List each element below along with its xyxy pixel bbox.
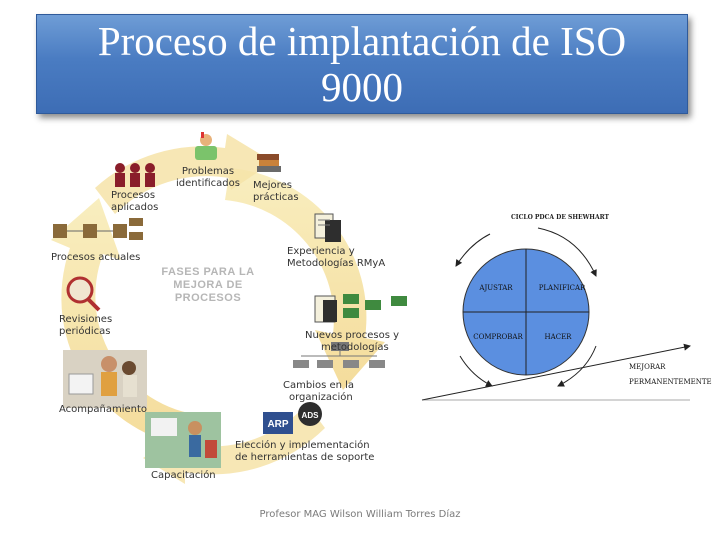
phase-label-problemas: Problemas identificados [176,166,240,189]
quadrant-hacer: HACER [545,333,573,341]
phase-label-eleccion: Elección y implementación de herramienta… [235,440,375,463]
pdca-cycle-diagram: CICLO PDCA DE SHEWHART AJUSTAR PLANIFICA… [420,206,720,406]
center-line-2: MEJORA DE [173,279,243,291]
phase-label-cambios: Cambios en la organización [283,380,355,403]
pdca-graphic: CICLO PDCA DE SHEWHART AJUSTAR PLANIFICA… [421,214,712,401]
quadrant-planificar: PLANIFICAR [539,284,586,292]
phase-label-acompanamiento: Acompañamiento [59,404,148,415]
quadrant-comprobar: COMPROBAR [473,333,523,341]
process-flow-icon [53,218,143,240]
tools-logos-icon: ARP ADS [263,402,322,434]
phase-label-capacitacion: Capacitación [151,470,216,481]
arp-logo-text: ARP [267,419,288,430]
pdca-arrow-top-left [455,233,491,267]
label-permanentemente: PERMANENTEMENTE [629,378,712,386]
page-title: Proceso de implantación de ISO 9000 [97,18,627,110]
magnifier-icon [66,276,101,312]
center-line-1: FASES PARA LA [161,266,255,278]
pdca-arrow-bottom-left [459,355,493,387]
pdca-title: CICLO PDCA DE SHEWHART [511,214,610,221]
improvement-cycle-diagram: ARP ADS FASES PARA LA MEJORA DE PROCESOS… [25,128,420,488]
books-icon [257,154,281,172]
new-process-icon [314,294,407,323]
cycle-arrows: ARP ADS [51,132,407,484]
cycle-center-label: FASES PARA LA MEJORA DE PROCESOS [153,266,263,305]
phase-label-procesos-aplicados: Procesos aplicados [111,190,159,213]
training-photo-icon [145,412,221,468]
phase-label-revisiones: Revisiones periódicas [59,314,113,337]
pdca-arrow-top-right [537,227,597,277]
cycle-ring-top [95,134,273,214]
footer-credit: Profesor MAG Wilson William Torres Díaz [259,509,461,520]
title-banner: Proceso de implantación de ISO 9000 [36,14,688,114]
improvement-ramp-arrow [421,343,691,401]
accompaniment-photo-icon [63,350,147,408]
label-mejorar: MEJORAR [629,363,666,371]
phase-label-experiencia: Experiencia y Metodologías RMyA [287,246,386,269]
org-chart-icon [293,342,385,368]
documents-icon [314,213,341,242]
quadrant-ajustar: AJUSTAR [478,284,513,292]
people-icon [115,163,155,187]
problem-person-icon [195,132,217,160]
pdca-arrow-bottom-right [557,345,597,387]
phase-label-procesos-actuales: Procesos actuales [51,252,141,263]
cycle-ring-right [225,168,385,390]
phase-label-mejores-practicas: Mejores prácticas [253,180,299,203]
phase-label-nuevos-procesos: Nuevos procesos y metodologías [305,330,400,353]
center-line-3: PROCESOS [174,292,242,304]
ads-logo-text: ADS [302,411,320,420]
